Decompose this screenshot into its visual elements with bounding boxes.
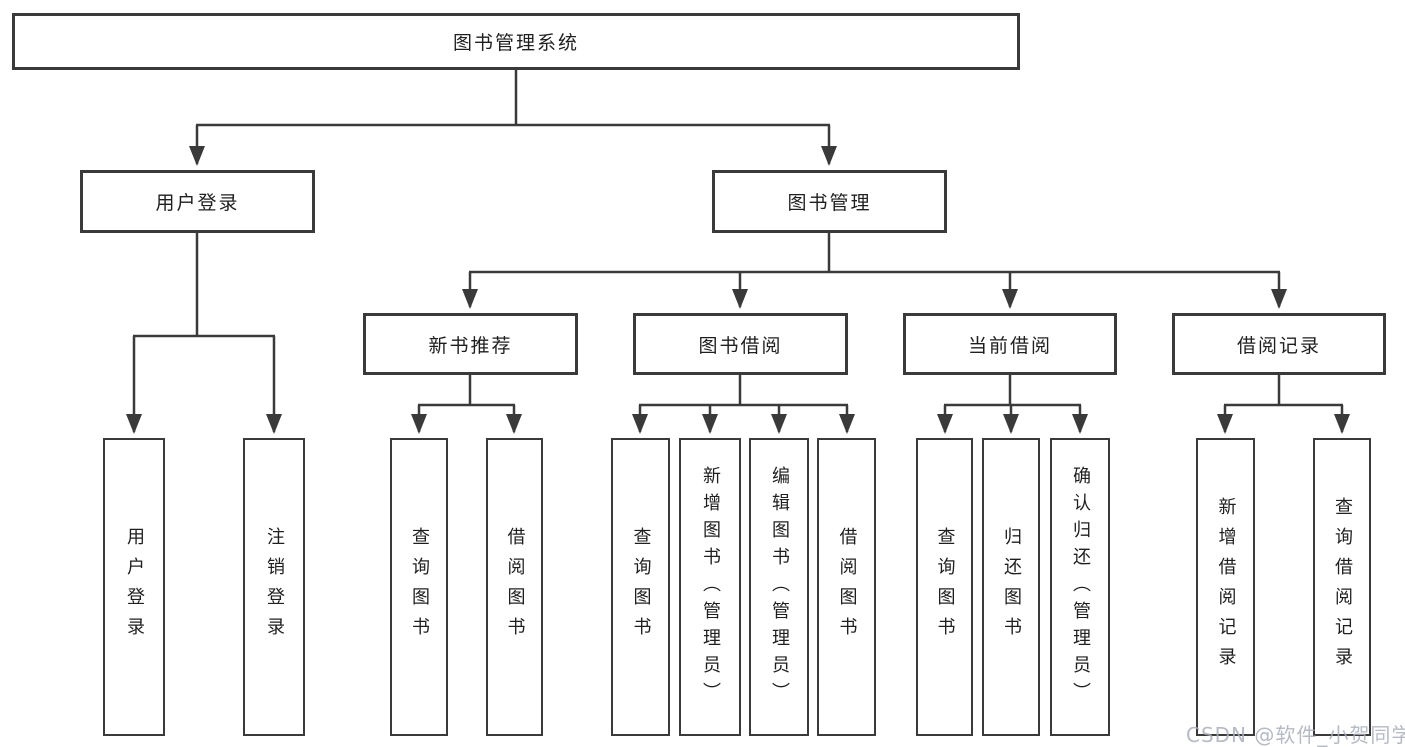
leaf-cb-confirm-return: 确认归还（管理员） [1050,438,1110,736]
csdn-watermark: CSDN @软件_小贺同学 [1186,723,1405,747]
leaf-cb-return-book: 归还图书 [982,438,1040,736]
node-root-system: 图书管理系统 [12,13,1020,70]
node-book-borrow: 图书借阅 [633,313,848,375]
leaf-bb-query-book-label: 查询图书 [630,527,652,647]
leaf-nbr-borrow-book-label: 借阅图书 [504,527,526,647]
leaf-bb-add-book-label: 新增图书（管理员） [700,465,721,709]
leaf-bb-borrow-book-label: 借阅图书 [836,527,858,647]
leaf-cb-confirm-return-label: 确认归还（管理员） [1070,465,1091,709]
node-book-management: 图书管理 [712,170,947,233]
node-book-management-label: 图书管理 [787,192,872,214]
leaf-bb-edit-book-label: 编辑图书（管理员） [769,465,790,709]
leaf-cb-return-book-label: 归还图书 [1001,527,1022,647]
node-new-book-recommend: 新书推荐 [363,313,578,375]
node-borrow-record-label: 借阅记录 [1236,334,1321,357]
leaf-br-query-record: 查询借阅记录 [1313,438,1371,736]
node-user-login-label: 用户登录 [155,192,240,214]
leaf-user-login-label: 用户登录 [124,527,145,647]
leaf-br-add-record: 新增借阅记录 [1196,438,1255,736]
node-current-borrow: 当前借阅 [903,313,1117,375]
leaf-br-query-record-label: 查询借阅记录 [1332,497,1353,677]
leaf-bb-query-book: 查询图书 [611,438,670,736]
leaf-logout-login-label: 注销登录 [264,527,285,647]
leaf-cb-query-book: 查询图书 [916,438,973,736]
leaf-nbr-query-book-label: 查询图书 [409,527,430,647]
leaf-bb-edit-book: 编辑图书（管理员） [749,438,809,736]
node-book-borrow-label: 图书借阅 [698,334,783,357]
leaf-bb-add-book: 新增图书（管理员） [679,438,741,736]
leaf-nbr-query-book: 查询图书 [390,438,448,736]
node-current-borrow-label: 当前借阅 [967,334,1052,357]
leaf-cb-query-book-label: 查询图书 [934,527,956,647]
leaf-logout-login: 注销登录 [243,438,305,736]
node-user-login: 用户登录 [80,170,315,233]
leaf-bb-borrow-book: 借阅图书 [817,438,876,736]
leaf-br-add-record-label: 新增借阅记录 [1215,497,1237,677]
node-borrow-record: 借阅记录 [1172,313,1386,375]
node-new-book-recommend-label: 新书推荐 [428,334,513,357]
node-root-system-label: 图书管理系统 [452,32,579,54]
leaf-nbr-borrow-book: 借阅图书 [486,438,543,736]
leaf-user-login: 用户登录 [103,438,165,736]
